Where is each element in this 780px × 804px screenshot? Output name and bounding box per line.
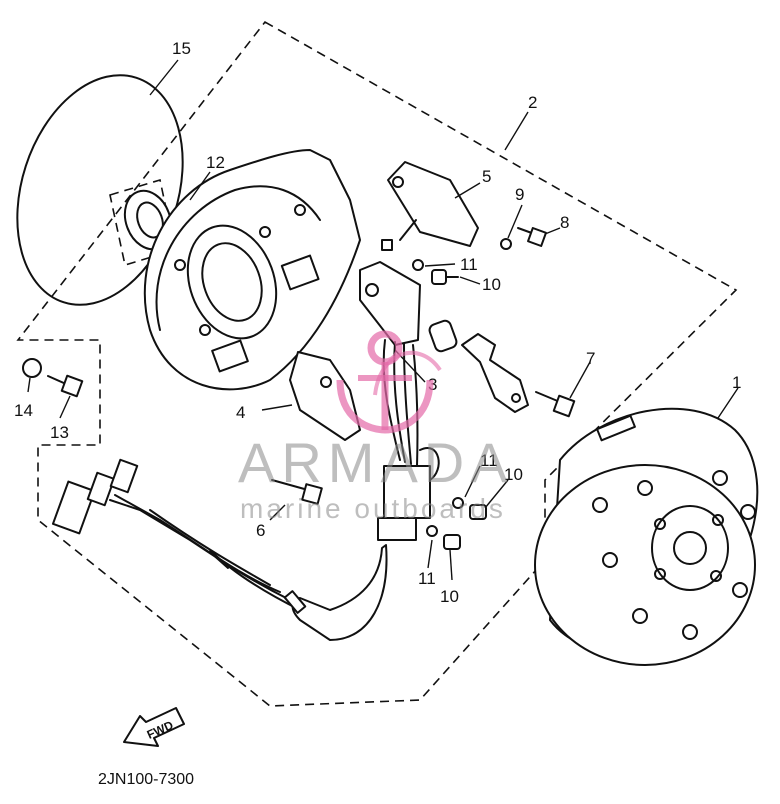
watermark-brand: ARMADA bbox=[238, 431, 514, 494]
callout-1: 1 bbox=[732, 373, 741, 392]
screw-10-c bbox=[443, 534, 461, 550]
screw-8 bbox=[517, 227, 547, 247]
callout-5: 5 bbox=[482, 167, 491, 186]
callout-7: 7 bbox=[586, 349, 595, 368]
washer-11-c bbox=[426, 525, 438, 537]
washer-14 bbox=[22, 358, 42, 378]
callout-15: 15 bbox=[172, 39, 191, 58]
callout-10-top: 10 bbox=[482, 275, 501, 294]
callout-11-low: 11 bbox=[418, 569, 436, 588]
callout-4: 4 bbox=[236, 403, 245, 422]
screw-10-a bbox=[431, 269, 459, 285]
callout-10-low: 10 bbox=[440, 587, 459, 606]
callout-8: 8 bbox=[560, 213, 569, 232]
screw-10-b bbox=[469, 504, 487, 520]
anchor-logo bbox=[336, 330, 442, 434]
callout-14: 14 bbox=[14, 401, 33, 420]
callout-10-mid: 10 bbox=[504, 465, 523, 484]
washer-11-a bbox=[412, 259, 424, 271]
callout-9: 9 bbox=[515, 185, 524, 204]
watermark-tagline: marine outboards bbox=[240, 493, 506, 524]
washer-11-b bbox=[452, 497, 464, 509]
wire-harness-part bbox=[51, 447, 440, 641]
washer-9 bbox=[500, 238, 512, 250]
callout-13: 13 bbox=[50, 423, 69, 442]
fasteners bbox=[22, 227, 576, 550]
armada-watermark: ARMADA marine outboards bbox=[238, 330, 514, 524]
charge-coil-part bbox=[289, 351, 361, 441]
callout-11-mid: 11 bbox=[480, 451, 498, 470]
callout-labels: 15 2 12 5 9 8 11 10 3 1 7 4 6 11 10 11 1… bbox=[14, 39, 741, 606]
callout-2: 2 bbox=[528, 93, 537, 112]
part-code: 2JN100-7300 bbox=[98, 771, 194, 788]
callout-11-top: 11 bbox=[460, 255, 478, 274]
screw-6 bbox=[271, 479, 323, 505]
fwd-arrow: FWD bbox=[123, 707, 185, 747]
leader-lines bbox=[27, 59, 739, 581]
flywheel-rotor-part bbox=[534, 407, 759, 666]
timing-plate-part bbox=[461, 333, 529, 413]
source-coil-part bbox=[359, 261, 458, 467]
pickup-coil-part bbox=[381, 161, 479, 251]
callout-12: 12 bbox=[206, 153, 225, 172]
screw-13 bbox=[47, 374, 84, 398]
callout-6: 6 bbox=[256, 521, 265, 540]
screw-7 bbox=[535, 391, 576, 418]
stator-assembly-part bbox=[143, 149, 361, 391]
